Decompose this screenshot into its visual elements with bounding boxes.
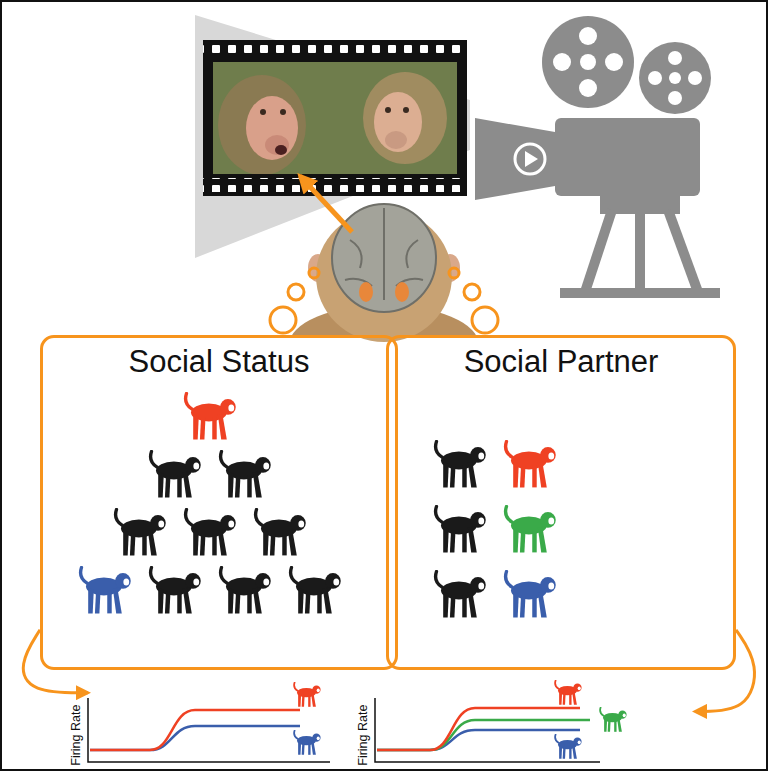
- status-hierarchy: [256, 509, 306, 555]
- thought-bubbles: [449, 268, 459, 278]
- status-hierarchy: [221, 567, 271, 613]
- partner-pairs: [506, 441, 556, 487]
- status-firing-plot: [90, 710, 300, 750]
- status-hierarchy: [186, 509, 236, 555]
- partner-pairs: [436, 441, 556, 617]
- projector: [553, 53, 571, 71]
- monkey-photo: [280, 109, 286, 115]
- viewer-monkey: [289, 204, 479, 385]
- light-beam: [195, 15, 470, 258]
- status-hierarchy: [81, 567, 131, 613]
- monkey-photo: [260, 109, 266, 115]
- projector: [515, 144, 545, 174]
- monkey-photo: [213, 62, 457, 174]
- monkey-photo: [213, 62, 457, 174]
- status-firing-plot: [90, 726, 300, 750]
- partner-pairs: [506, 571, 556, 617]
- thought-bubbles: [309, 268, 319, 278]
- monkey-photo: [246, 96, 298, 160]
- panel-heading: Social Partner: [389, 338, 733, 380]
- monkey-photo: [265, 135, 289, 155]
- group-panel: Social Partner: [386, 335, 736, 670]
- status-hierarchy: [151, 451, 201, 497]
- partner-firing-plot: [377, 730, 580, 750]
- status-hierarchy: [81, 393, 341, 613]
- status-firing-plot: [88, 698, 330, 762]
- thought-bubbles: [472, 307, 498, 333]
- thought-bubbles: [270, 307, 296, 333]
- projector: [560, 288, 720, 298]
- firing-plot: Firing Rate: [375, 688, 695, 766]
- projector: [635, 210, 645, 292]
- monkey-photo: [374, 92, 422, 152]
- projector: [639, 42, 711, 114]
- partner-firing-plot: [377, 720, 590, 750]
- film-strip: [203, 40, 467, 196]
- partner-firing-plot: [375, 681, 627, 762]
- projector: [579, 79, 597, 97]
- film-strip: [203, 178, 467, 192]
- partner-pairs: [436, 506, 486, 552]
- partner-pairs: [506, 506, 556, 552]
- curved-arrow: [695, 630, 754, 712]
- projector: [648, 71, 662, 85]
- status-firing-plot: [88, 683, 330, 762]
- projector: [668, 91, 682, 105]
- monkey-photo: [218, 75, 306, 174]
- partner-firing-plot: [555, 735, 581, 759]
- thought-bubbles: [270, 268, 498, 333]
- firing-plot: Firing Rate: [88, 688, 338, 766]
- projector: [475, 118, 555, 200]
- film-strip: [203, 44, 467, 58]
- projector: [555, 118, 700, 196]
- viewer-monkey: [345, 208, 423, 300]
- projector: [668, 210, 698, 292]
- status-hierarchy: [291, 567, 341, 613]
- projector: [605, 53, 623, 71]
- gaze-arrow: [300, 176, 352, 232]
- partner-firing-plot: [375, 698, 600, 762]
- status-hierarchy: [116, 509, 166, 555]
- film-strip: [203, 40, 467, 196]
- monkey-photo: [403, 107, 409, 113]
- viewer-monkey: [332, 204, 436, 312]
- group-panel: Social Status: [40, 335, 398, 670]
- projector: [525, 151, 538, 167]
- monkey-photo: [385, 131, 407, 149]
- projector: [542, 16, 634, 108]
- panel-heading: Social Status: [43, 338, 395, 380]
- viewer-monkey: [395, 282, 409, 302]
- projector: [668, 51, 682, 65]
- curved-arrow: [23, 630, 88, 693]
- viewer-monkey: [359, 282, 373, 302]
- partner-firing-plot: [555, 681, 581, 705]
- partner-pairs: [436, 441, 486, 487]
- status-hierarchy: [221, 451, 271, 497]
- monkey-photo: [363, 72, 447, 164]
- axis-label: Firing Rate: [357, 705, 371, 766]
- projector: [580, 54, 596, 70]
- partner-pairs: [436, 571, 486, 617]
- partner-firing-plot: [377, 708, 580, 750]
- projector: [579, 27, 597, 45]
- projector: [669, 72, 681, 84]
- partner-firing-plot: [600, 708, 626, 732]
- thought-bubbles: [288, 284, 304, 300]
- monkey-photo: [275, 145, 287, 155]
- status-firing-plot: [294, 683, 320, 707]
- thought-bubbles: [464, 284, 480, 300]
- projector: [585, 210, 612, 292]
- status-firing-plot: [294, 731, 320, 755]
- status-hierarchy: [151, 567, 201, 613]
- projector: [475, 16, 720, 298]
- status-hierarchy: [186, 393, 236, 439]
- axis-label: Firing Rate: [70, 705, 84, 766]
- monkey-photo: [385, 107, 391, 113]
- projector: [688, 71, 702, 85]
